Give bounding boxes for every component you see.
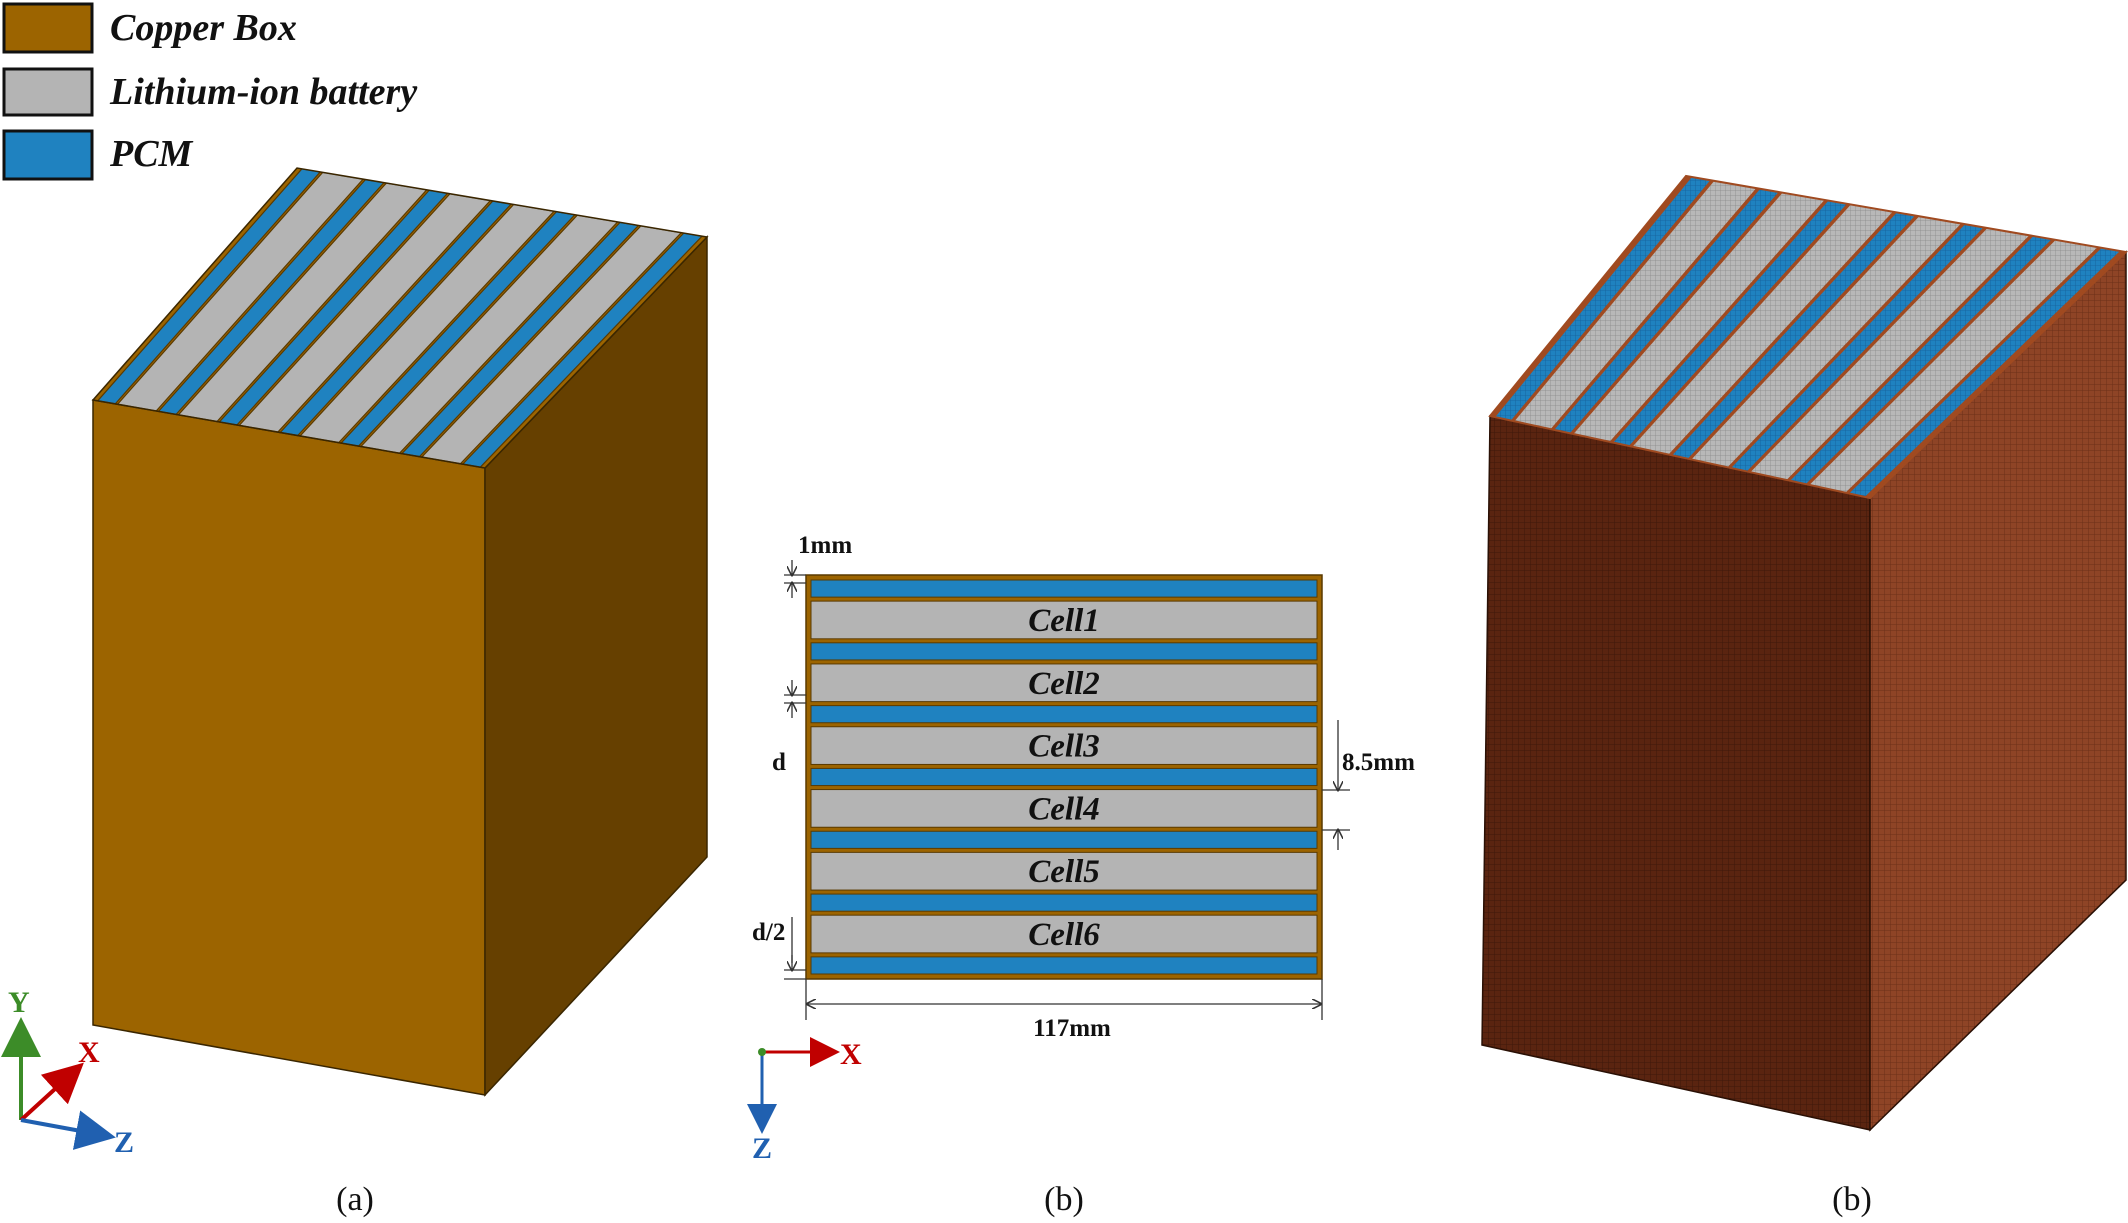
pcm-layer bbox=[810, 830, 1318, 849]
legend-swatch-battery bbox=[2, 67, 94, 117]
dim-label-d-half: d/2 bbox=[752, 919, 785, 946]
battery-cell-layer bbox=[810, 851, 1318, 891]
legend-label-pcm: PCM bbox=[109, 133, 194, 175]
box-front-face bbox=[92, 399, 486, 1096]
panel-a-box bbox=[91, 167, 709, 1097]
dim-label-d: d bbox=[772, 749, 786, 776]
pcm-layer bbox=[810, 642, 1318, 661]
legend-swatch-pcm bbox=[2, 129, 94, 181]
y-axis-label: Y bbox=[8, 986, 30, 1019]
pcm-layer bbox=[810, 767, 1318, 787]
battery-cell-layer bbox=[810, 663, 1318, 703]
x-axis-label-b: X bbox=[840, 1038, 862, 1071]
panel-b-dimensions bbox=[784, 560, 1350, 1020]
pcm-layer bbox=[810, 579, 1318, 598]
box-top-face bbox=[93, 168, 707, 468]
legend-swatch-copper bbox=[2, 2, 94, 54]
x-axis-label: X bbox=[78, 1036, 100, 1069]
caption-a: (a) bbox=[336, 1181, 374, 1218]
caption-c: (b) bbox=[1832, 1181, 1872, 1218]
legend-item-battery: Lithium-ion battery bbox=[2, 67, 417, 117]
pcm-layer bbox=[810, 956, 1318, 975]
dim-label-1mm: 1mm bbox=[798, 532, 852, 559]
battery-cell-layer bbox=[810, 726, 1318, 765]
dim-label-8-5mm: 8.5mm bbox=[1342, 749, 1415, 776]
z-axis-arrow bbox=[20, 1110, 116, 1150]
legend-label-battery: Lithium-ion battery bbox=[109, 71, 417, 113]
mesh-front-face bbox=[1481, 415, 1871, 1131]
x-axis-arrow bbox=[19, 1062, 84, 1122]
legend-label-copper: Copper Box bbox=[110, 7, 297, 49]
cell-label-2: Cell2 bbox=[1028, 666, 1100, 702]
axes-triad-b: X Z bbox=[747, 1037, 862, 1165]
dim-label-117mm: 117mm bbox=[1033, 1015, 1111, 1042]
pcm-layer bbox=[810, 893, 1318, 912]
legend: Copper Box Lithium-ion battery PCM bbox=[2, 2, 417, 181]
legend-item-copper-box: Copper Box bbox=[2, 2, 297, 54]
pcm-layer bbox=[810, 705, 1318, 724]
caption-b: (b) bbox=[1044, 1181, 1084, 1218]
cell-label-1: Cell1 bbox=[1028, 603, 1100, 639]
cell-label-3: Cell3 bbox=[1028, 729, 1100, 765]
cell-label-6: Cell6 bbox=[1028, 917, 1100, 953]
panel-b-section bbox=[805, 574, 1323, 980]
z-axis-label: Z bbox=[114, 1126, 134, 1159]
z-axis-label-b: Z bbox=[752, 1132, 772, 1165]
mesh-top-face bbox=[1490, 176, 2126, 498]
cell-label-4: Cell4 bbox=[1028, 791, 1100, 827]
cell-label-5: Cell5 bbox=[1028, 854, 1100, 890]
axes-triad-a: Y X Z bbox=[0, 986, 134, 1159]
battery-cell-layer bbox=[810, 600, 1318, 640]
legend-item-pcm: PCM bbox=[2, 129, 194, 181]
battery-cell-layer bbox=[810, 914, 1318, 954]
battery-cell-layer bbox=[810, 789, 1318, 828]
panel-c-mesh-box bbox=[1481, 174, 2128, 1132]
